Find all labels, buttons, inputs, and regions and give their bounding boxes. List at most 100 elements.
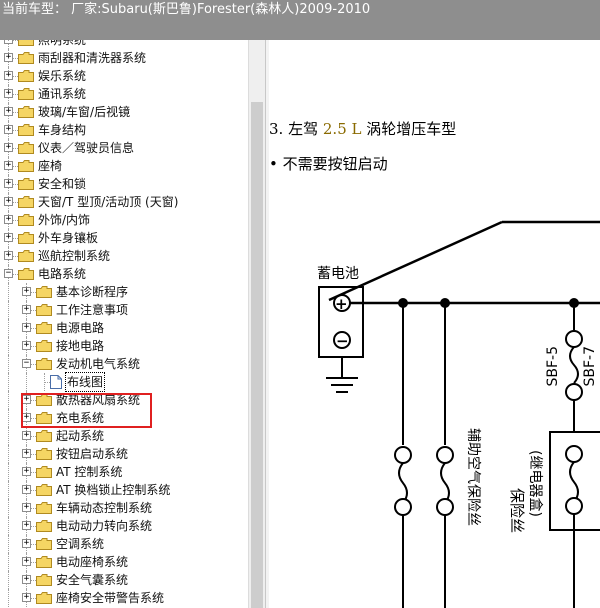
heading-post: 涡轮增压车型 xyxy=(366,120,457,138)
tree-folder-item[interactable]: +工作注意事项 xyxy=(0,301,248,319)
folder-icon xyxy=(18,268,34,280)
expand-toggle-icon[interactable]: + xyxy=(22,538,31,548)
tree-folder-item[interactable]: +巡航控制系统 xyxy=(0,247,248,265)
fuse-branch-1-top xyxy=(394,446,412,464)
tree-folder-item[interactable]: +照明系统 xyxy=(0,40,248,49)
expand-toggle-icon[interactable]: + xyxy=(22,592,31,602)
expand-toggle-icon[interactable]: + xyxy=(22,520,31,530)
tree-item-label: 发动机电气系统 xyxy=(56,357,141,371)
tree-folder-item[interactable]: +仪表／驾驶员信息 xyxy=(0,139,248,157)
folder-icon xyxy=(36,484,52,496)
tree-folder-item[interactable]: +安全气囊系统 xyxy=(0,571,248,589)
folder-icon xyxy=(18,40,34,46)
tree-folder-item[interactable]: +电动动力转向系统 xyxy=(0,517,248,535)
expand-toggle-icon[interactable]: + xyxy=(4,40,13,44)
expand-toggle-icon[interactable]: + xyxy=(4,52,13,62)
tree-folder-item[interactable]: + 充电系统 xyxy=(0,409,248,427)
tree-item-label: 按钮启动系统 xyxy=(56,447,129,461)
tree-scrollbar[interactable] xyxy=(248,40,265,608)
tree-list: +照明系统+雨刮器和清洗器系统+娱乐系统+通讯系统+玻璃/车窗/后视镜+车身结构… xyxy=(0,40,248,607)
tree-folder-item[interactable]: − 发动机电气系统 xyxy=(0,355,248,373)
expand-toggle-icon[interactable]: + xyxy=(22,304,31,314)
tree-doc-item[interactable]: 布线图 xyxy=(0,372,248,392)
document-icon xyxy=(50,375,62,389)
tree-folder-item[interactable]: +车身结构 xyxy=(0,121,248,139)
expand-toggle-icon[interactable]: + xyxy=(4,250,13,260)
expand-toggle-icon[interactable]: + xyxy=(4,88,13,98)
folder-icon xyxy=(18,142,34,154)
folder-icon xyxy=(18,250,34,262)
expand-toggle-icon[interactable]: + xyxy=(4,214,13,224)
tree-item-label: 车辆动态控制系统 xyxy=(56,501,153,515)
collapse-toggle-icon[interactable]: − xyxy=(22,358,31,368)
expand-toggle-icon[interactable]: + xyxy=(22,412,31,422)
tree-folder-item[interactable]: +接地电路 xyxy=(0,337,248,355)
pane-splitter[interactable] xyxy=(265,40,269,608)
tree-scrollbar-thumb[interactable] xyxy=(251,102,263,608)
tree-folder-item[interactable]: +电源电路 xyxy=(0,319,248,337)
tree-item-label: 充电系统 xyxy=(56,411,105,425)
expand-toggle-icon[interactable]: + xyxy=(22,430,31,440)
folder-icon xyxy=(36,304,52,316)
tree-item-label: 雨刮器和清洗器系统 xyxy=(38,51,147,65)
expand-toggle-icon[interactable]: + xyxy=(22,484,31,494)
folder-icon xyxy=(36,448,52,460)
tree-folder-item[interactable]: −电路系统 xyxy=(0,265,248,283)
tree-item-label: 娱乐系统 xyxy=(38,69,87,83)
tree-folder-item[interactable]: + 车辆动态控制系统 xyxy=(0,499,248,517)
tree-folder-item[interactable]: +起动系统 xyxy=(0,427,248,445)
tree-folder-item[interactable]: +散热器风扇系统 xyxy=(0,391,248,409)
tree-folder-item[interactable]: +玻璃/车窗/后视镜 xyxy=(0,103,248,121)
tree-item-label: 基本诊断程序 xyxy=(56,285,129,299)
tree-item-label: 座椅 xyxy=(38,159,63,173)
expand-toggle-icon[interactable]: + xyxy=(4,232,13,242)
expand-toggle-icon[interactable]: + xyxy=(22,448,31,458)
expand-toggle-icon[interactable]: + xyxy=(22,340,31,350)
tree-folder-item[interactable]: + 座椅 xyxy=(0,157,248,175)
tree-folder-item[interactable]: +空调系统 xyxy=(0,535,248,553)
tree-folder-item[interactable]: + 娱乐系统 xyxy=(0,67,248,85)
tree-folder-item[interactable]: + 外车身镶板 xyxy=(0,229,248,247)
expand-toggle-icon[interactable]: + xyxy=(4,70,13,80)
folder-icon xyxy=(36,430,52,442)
navigation-tree[interactable]: +照明系统+雨刮器和清洗器系统+娱乐系统+通讯系统+玻璃/车窗/后视镜+车身结构… xyxy=(0,40,248,608)
collapse-toggle-icon[interactable]: − xyxy=(4,268,13,278)
expand-toggle-icon[interactable]: + xyxy=(4,178,13,188)
wiring-diagram: 蓄电池 + − 辅助空气保险丝 SBF-5 SBF xyxy=(317,220,600,608)
folder-icon xyxy=(18,88,34,100)
expand-toggle-icon[interactable]: + xyxy=(4,106,13,116)
tree-item-label: 座椅安全带警告系统 xyxy=(56,591,165,605)
tree-item-label: 天窗/T 型顶/活动顶 (天窗) xyxy=(38,195,179,209)
tree-folder-item[interactable]: + 电动座椅系统 xyxy=(0,553,248,571)
expand-toggle-icon[interactable]: + xyxy=(22,556,31,566)
expand-toggle-icon[interactable]: + xyxy=(22,466,31,476)
expand-toggle-icon[interactable]: + xyxy=(22,502,31,512)
tree-folder-item[interactable]: +安全和锁 xyxy=(0,175,248,193)
tree-item-label: 外车身镶板 xyxy=(38,231,99,245)
folder-icon xyxy=(18,70,34,82)
tree-folder-item[interactable]: +通讯系统 xyxy=(0,85,248,103)
tree-folder-item[interactable]: + 雨刮器和清洗器系统 xyxy=(0,49,248,67)
current-model-text: 当前车型： 厂家:Subaru(斯巴鲁)Forester(森林人)2009-20… xyxy=(2,2,371,17)
expand-toggle-icon[interactable]: + xyxy=(4,124,13,134)
tree-folder-item[interactable]: + 按钮启动系统 xyxy=(0,445,248,463)
folder-icon xyxy=(36,556,52,568)
tree-item-label: 电动座椅系统 xyxy=(56,555,129,569)
expand-toggle-icon[interactable]: + xyxy=(22,322,31,332)
tree-folder-item[interactable]: +外饰/内饰 xyxy=(0,211,248,229)
window-title-bar: 当前车型： 厂家:Subaru(斯巴鲁)Forester(森林人)2009-20… xyxy=(0,0,600,40)
section-heading: 3. 左驾 2.5 L 涡轮增压车型 xyxy=(269,118,456,139)
expand-toggle-icon[interactable]: + xyxy=(4,142,13,152)
expand-toggle-icon[interactable]: + xyxy=(22,574,31,584)
folder-icon xyxy=(36,538,52,550)
tree-folder-item[interactable]: + 座椅安全带警告系统 xyxy=(0,589,248,607)
expand-toggle-icon[interactable]: + xyxy=(4,160,13,170)
tree-folder-item[interactable]: + AT 换档锁止控制系统 xyxy=(0,481,248,499)
expand-toggle-icon[interactable]: + xyxy=(22,286,31,296)
tree-item-label: AT 换档锁止控制系统 xyxy=(56,483,171,497)
expand-toggle-icon[interactable]: + xyxy=(22,394,31,404)
tree-folder-item[interactable]: + 基本诊断程序 xyxy=(0,283,248,301)
expand-toggle-icon[interactable]: + xyxy=(4,196,13,206)
tree-folder-item[interactable]: + 天窗/T 型顶/活动顶 (天窗) xyxy=(0,193,248,211)
tree-folder-item[interactable]: +AT 控制系统 xyxy=(0,463,248,481)
